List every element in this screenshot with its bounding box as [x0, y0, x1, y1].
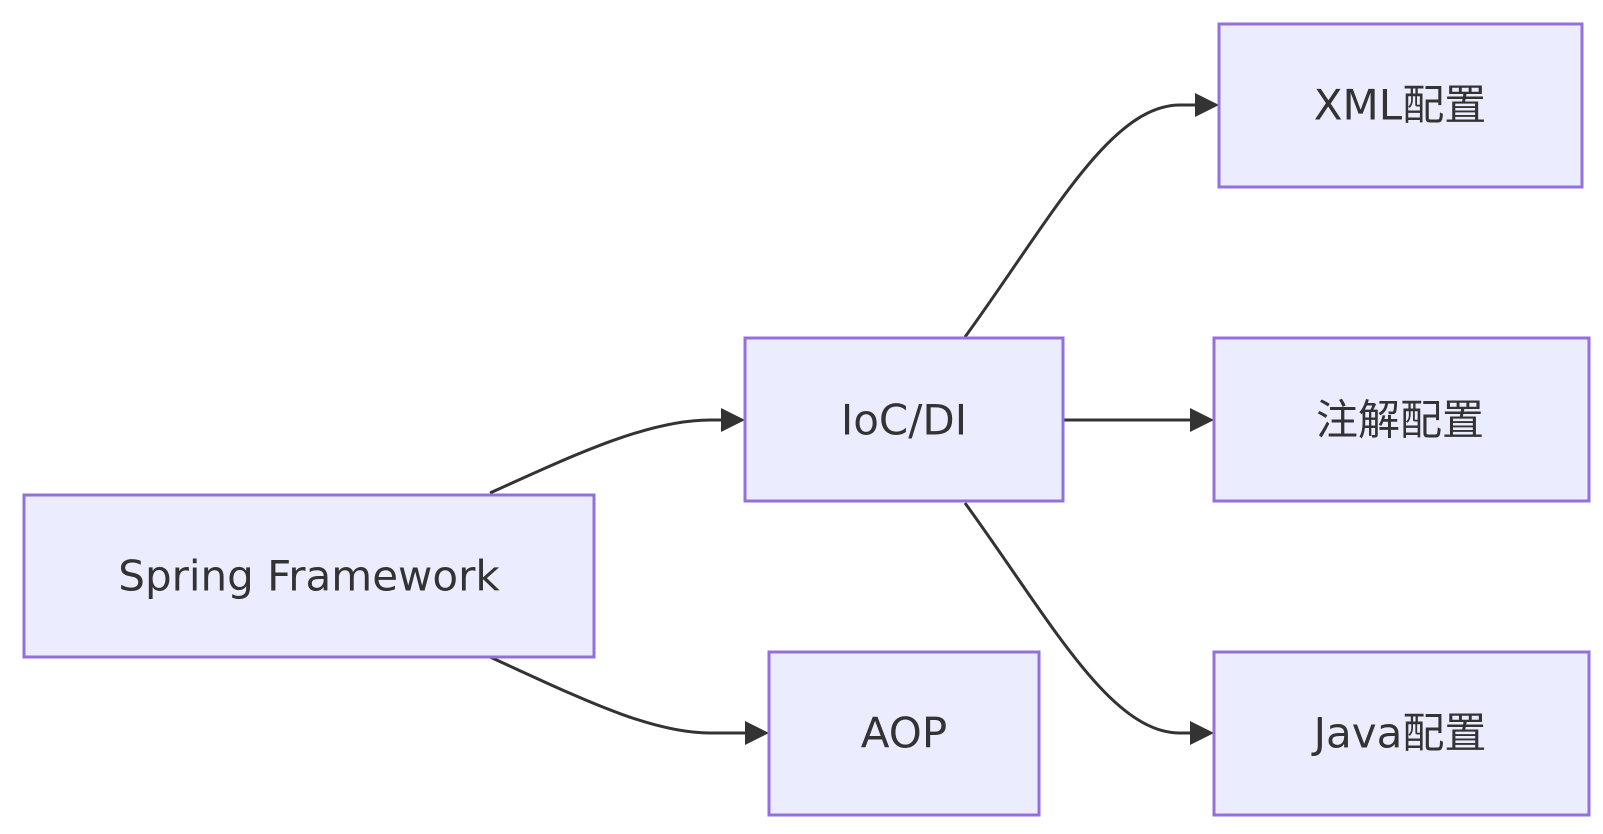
node-spring-framework[interactable]: Spring Framework — [22, 493, 596, 659]
node-annotation-config[interactable]: 注解配置 — [1212, 336, 1591, 503]
node-label: 注解配置 — [1316, 396, 1484, 445]
node-xml-config[interactable]: XML配置 — [1217, 22, 1584, 189]
edges — [489, 93, 1219, 745]
arrow-spring-to-aop — [745, 721, 769, 745]
node-label: AOP — [861, 709, 947, 758]
arrow-ioc-to-xml — [1195, 93, 1219, 117]
edge-ioc-to-xml — [963, 103, 1195, 338]
node-label: Spring Framework — [118, 552, 500, 601]
node-ioc-di[interactable]: IoC/DI — [743, 336, 1065, 503]
edge-spring-to-ioc — [489, 418, 722, 495]
node-label: XML配置 — [1314, 81, 1486, 130]
node-label: Java配置 — [1311, 709, 1487, 758]
arrow-ioc-to-annotation — [1190, 408, 1214, 432]
edge-ioc-to-java — [963, 502, 1190, 735]
node-label: IoC/DI — [841, 396, 967, 445]
edge-spring-to-aop — [489, 655, 745, 735]
node-aop[interactable]: AOP — [767, 650, 1041, 817]
arrow-ioc-to-java — [1190, 721, 1214, 745]
arrow-spring-to-ioc — [721, 408, 745, 432]
node-java-config[interactable]: Java配置 — [1212, 650, 1591, 817]
